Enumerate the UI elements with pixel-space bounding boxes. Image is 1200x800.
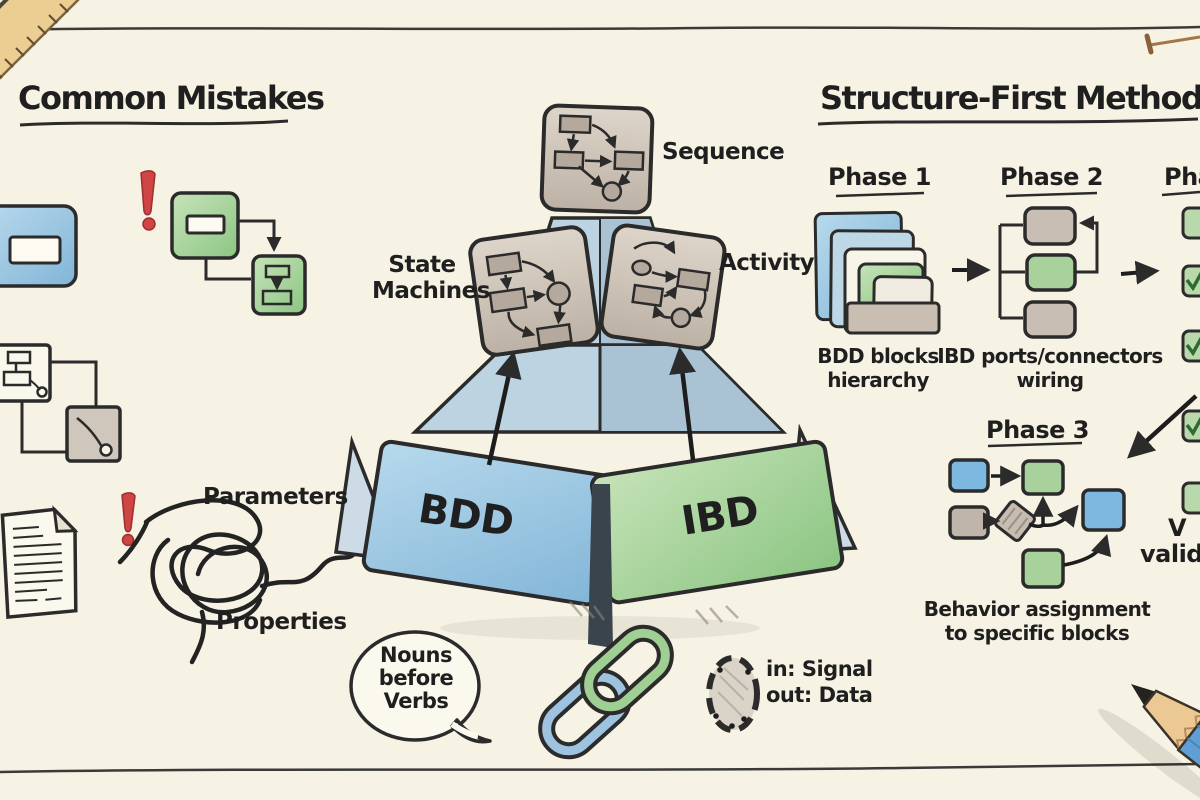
port-legend-line1: in: Signal (766, 657, 873, 681)
speech-bubble-line1: Nouns (380, 643, 452, 667)
activity-tile (599, 223, 727, 351)
left-title-underline (19, 119, 289, 127)
phase1-underline (835, 190, 1200, 448)
up-arrow-left (486, 350, 522, 466)
flow-arrow-2 (1120, 260, 1160, 285)
scribble-tangle-icon (117, 498, 357, 665)
document-icon (0, 505, 79, 619)
phase4-caption-line2: valid (1140, 540, 1200, 568)
state-machines-label-line2: Machines (372, 278, 490, 304)
speech-bubble-line3: Verbs (383, 689, 449, 713)
pencil-icon (1098, 684, 1200, 800)
phase4-caption-line1: V (1168, 514, 1187, 542)
phase4-label: Pha (1164, 163, 1200, 191)
phase2-caption-line2: wiring (1016, 368, 1084, 392)
base-center-seam (588, 484, 613, 648)
phase1-label: Phase 1 (828, 163, 932, 191)
left-section-title: Common Mistakes (18, 79, 325, 117)
phase4-to-phase3-arrow (1127, 394, 1198, 459)
diagram-sketch-pair (0, 343, 122, 463)
ibd-wiring-diagram (998, 206, 1099, 339)
right-section-title: Structure-First Methodology (820, 79, 1200, 117)
right-title-underline (817, 117, 1199, 126)
phase2-label: Phase 2 (1000, 163, 1104, 191)
base-shadow-hatch (569, 601, 739, 625)
activity-tile-label: Activity (719, 250, 815, 276)
speech-bubble-line2: before (378, 666, 454, 690)
phase3-diagram (948, 458, 1126, 589)
phase2-caption-line1: IBD ports/connectors (937, 344, 1163, 368)
phase3-label: Phase 3 (986, 416, 1090, 444)
phase1-caption-line2: hierarchy (827, 368, 929, 392)
up-arrow-right (669, 346, 696, 461)
exclamation-icon-small (121, 492, 136, 547)
block-sketch-green-pair (170, 191, 307, 316)
sequence-tile (539, 103, 655, 215)
exclamation-icon (140, 170, 156, 231)
speech-bubble (349, 630, 492, 744)
properties-label: Properties (216, 609, 347, 635)
state-machines-label-line1: State (388, 252, 456, 278)
sequence-tile-label: Sequence (662, 139, 785, 165)
phase3-caption-line1: Behavior assignment (923, 597, 1151, 621)
parameters-label: Parameters (203, 484, 348, 510)
block-sketch-blue (0, 204, 78, 288)
bottom-border-line (0, 762, 1200, 774)
state-machines-tile (468, 225, 600, 357)
pushpin-icon (1144, 33, 1200, 55)
port-legend-line2: out: Data (766, 683, 873, 707)
bdd-hierarchy-stack (813, 210, 941, 335)
phase4-checklist (1181, 206, 1200, 515)
ruler-icon (0, 0, 80, 80)
phase3-caption-line2: to specific blocks (944, 621, 1130, 645)
port-icon (706, 655, 760, 733)
phase1-caption-line1: BDD blocks (817, 344, 939, 368)
top-border-line (0, 25, 1200, 32)
chain-link-icon (538, 624, 674, 760)
